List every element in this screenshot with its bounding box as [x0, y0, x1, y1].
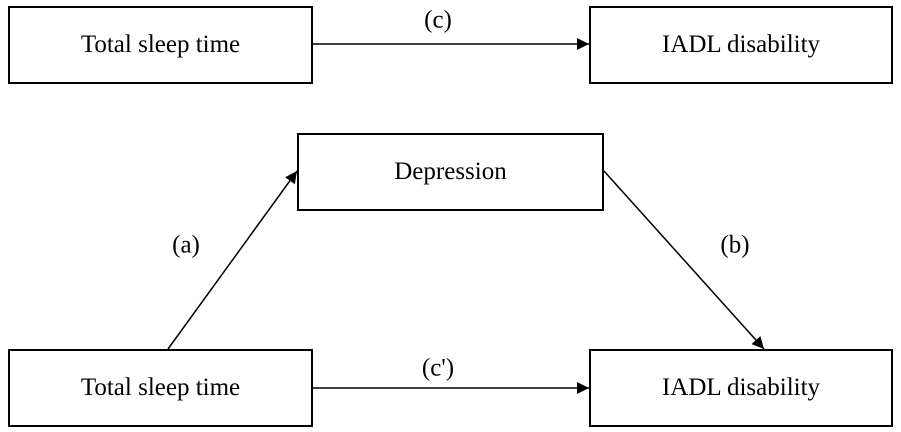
- path-b-label: (b): [720, 231, 750, 259]
- bottom-predictor-label: Total sleep time: [80, 374, 241, 401]
- top-outcome-label: IADL disability: [661, 31, 821, 58]
- top-outcome-box: IADL disability: [589, 6, 893, 84]
- mediator-label: Depression: [394, 158, 507, 185]
- bottom-outcome-label: IADL disability: [661, 374, 821, 401]
- arrow-a: [167, 170, 298, 350]
- top-predictor-label: Total sleep time: [80, 31, 241, 58]
- bottom-outcome-box: IADL disability: [589, 349, 893, 427]
- bottom-predictor-box: Total sleep time: [8, 349, 313, 427]
- path-c-label: (c): [424, 6, 452, 34]
- mediator-box: Depression: [297, 133, 604, 211]
- top-predictor-box: Total sleep time: [8, 6, 313, 84]
- arrow-b: [603, 170, 765, 350]
- path-a-label: (a): [172, 231, 200, 259]
- path-c-prime-label: (c'): [421, 354, 455, 382]
